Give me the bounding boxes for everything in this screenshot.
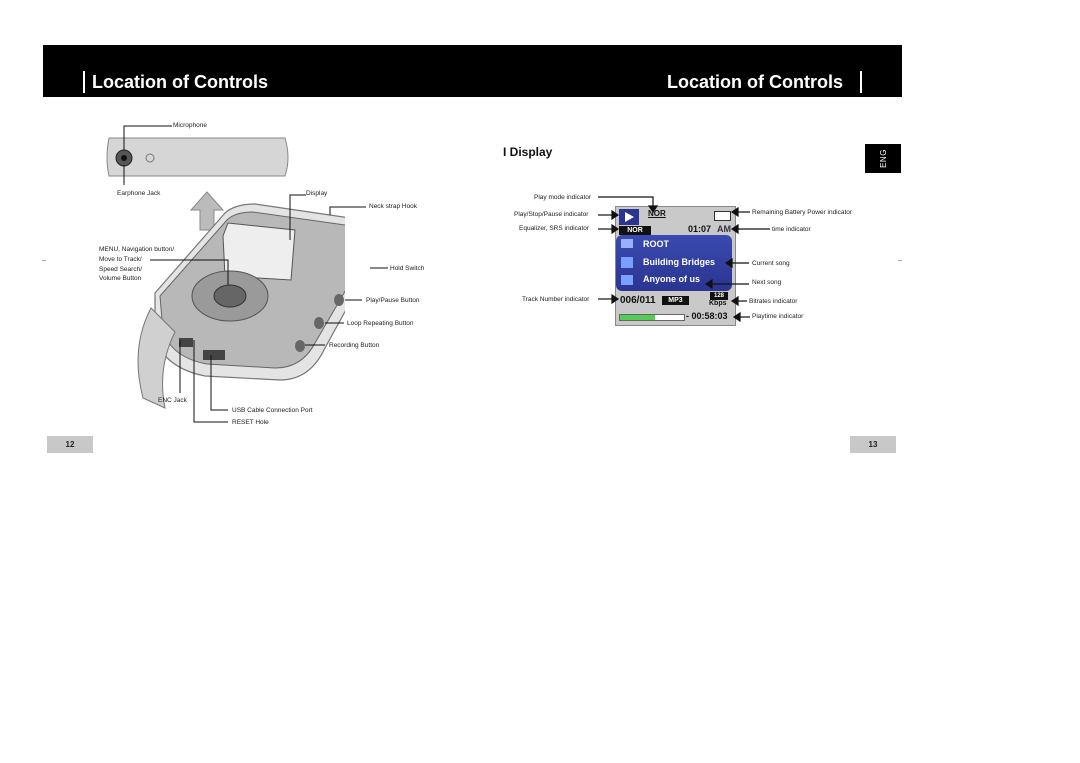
menu-button: [213, 284, 247, 308]
lcd-clock: 01:07: [688, 224, 712, 234]
label-neck-strap: Neck strap Hook: [369, 203, 418, 210]
label-usb-port: USB Cable Connection Port: [232, 407, 313, 414]
next-icon: [621, 275, 633, 285]
label-track-number: Track Number indicator: [522, 296, 590, 303]
progress-fill: [620, 315, 656, 320]
label-time: time indicator: [772, 226, 811, 233]
play-icon: [625, 212, 634, 222]
label-menu-nav: Volume Button: [99, 275, 142, 282]
section-title: I Display: [503, 145, 553, 159]
label-menu-nav: MENU, Navigation button/: [99, 246, 175, 253]
port-cover: [137, 307, 176, 409]
battery-icon: [714, 211, 731, 221]
page-number-right: 13: [850, 436, 896, 453]
margin-mark: –: [42, 257, 46, 264]
margin-mark: –: [898, 257, 902, 264]
lcd-mode: NOR: [648, 209, 666, 218]
page-number-left: 12: [47, 436, 93, 453]
lcd-playtime: - 00:58:03: [686, 311, 728, 321]
label-loop: Loop Repeating Button: [347, 320, 414, 327]
enc-jack-port: [179, 338, 193, 347]
label-earphone-jack: Earphone Jack: [117, 190, 161, 197]
lcd-bitrate: 128: [710, 292, 728, 300]
label-next-song: Next song: [752, 279, 782, 286]
progress-bar: [619, 314, 685, 321]
player-screen: [222, 222, 296, 281]
play-pause-button-graphic: [334, 294, 344, 306]
label-display: Display: [306, 190, 328, 197]
label-play-stop: Play/Stop/Pause indicator: [514, 211, 589, 218]
title-accent-bar: [860, 71, 862, 93]
lcd-song-panel: ROOT Building Bridges Anyone of us: [616, 235, 732, 291]
label-bitrates: Bitrates indicator: [749, 298, 798, 305]
label-current-song: Current song: [752, 260, 790, 267]
player-top-view: [106, 137, 289, 177]
lcd-display: NOR NOR 01:07 AM ROOT Building Bridges A…: [615, 206, 736, 326]
label-microphone: Microphone: [173, 122, 207, 129]
label-reset-hole: RESET Hole: [232, 419, 269, 426]
label-enc-jack: ENC Jack: [158, 397, 187, 404]
label-hold-switch: Hold Switch: [390, 265, 425, 272]
label-battery: Remaining Battery Power indicator: [752, 209, 853, 216]
lcd-eq: NOR: [619, 226, 651, 235]
folder-icon: [621, 239, 633, 248]
label-menu-nav: Speed Search/: [99, 266, 143, 273]
label-playtime: Playtime indicator: [752, 313, 804, 320]
lcd-current-song: Building Bridges: [643, 257, 715, 267]
label-play-pause: Play/Pause Button: [366, 297, 420, 304]
lcd-track: 006/011: [620, 295, 656, 306]
lcd-next-song: Anyone of us: [643, 274, 701, 284]
title-accent-bar: [83, 71, 85, 93]
left-page-title: Location of Controls: [92, 72, 268, 92]
label-equalizer: Equalizer, SRS indicator: [519, 225, 590, 232]
usb-port: [203, 350, 225, 360]
label-recording: Recording Button: [329, 342, 380, 349]
loop-button-graphic: [314, 317, 324, 329]
label-play-mode: Play mode indicator: [534, 194, 592, 201]
lcd-format: MP3: [662, 296, 689, 305]
player-illustration: [106, 137, 345, 409]
right-page-title: Location of Controls: [667, 72, 843, 92]
lcd-ampm: AM: [717, 224, 731, 234]
label-menu-nav: Move to Track/: [99, 256, 142, 263]
music-note-icon: [621, 257, 633, 268]
record-button-graphic: [295, 340, 305, 352]
header-bar: [43, 45, 902, 97]
language-tab: ENG: [865, 144, 901, 173]
headphone-icon: [145, 153, 155, 163]
lcd-bitrate-unit: Kbps: [709, 300, 727, 307]
lcd-folder: ROOT: [643, 239, 669, 249]
